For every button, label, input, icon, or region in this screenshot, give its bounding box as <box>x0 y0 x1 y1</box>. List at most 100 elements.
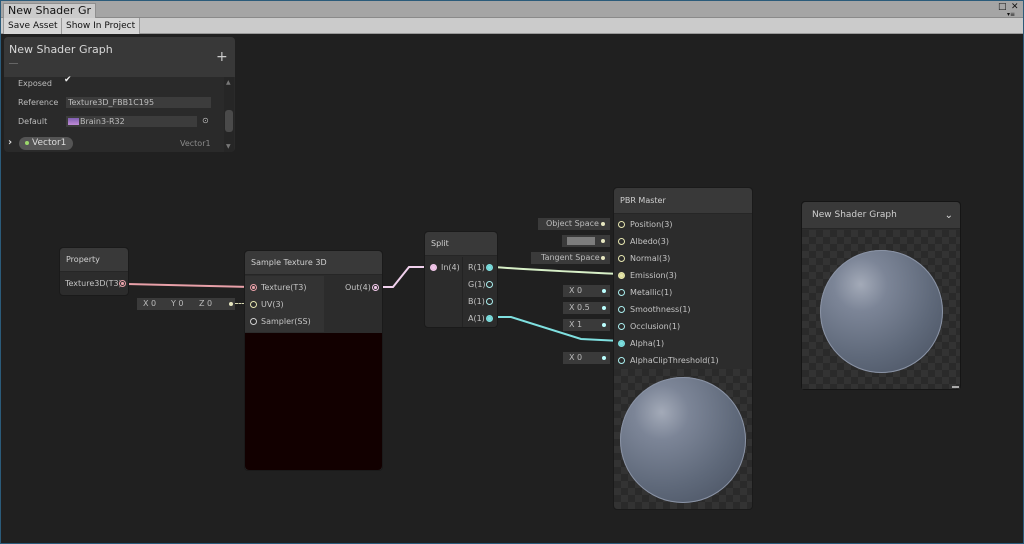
uv-default-dot <box>229 302 233 306</box>
texture-output-port[interactable] <box>119 280 126 287</box>
blackboard-subtitle <box>9 63 18 64</box>
scroll-up-icon[interactable]: ▲ <box>226 79 231 86</box>
reference-label: Reference <box>18 98 59 107</box>
property-node-title: Property <box>60 248 128 272</box>
preview-options-chevron-icon[interactable]: ⌄ <box>944 210 953 221</box>
resize-handle[interactable] <box>952 386 959 388</box>
split-g-label: G(1) <box>468 280 486 289</box>
uv-x-field[interactable]: X 0 <box>143 299 157 308</box>
normal-port[interactable] <box>618 255 625 262</box>
exposed-checkbox[interactable]: ✔ <box>64 75 72 85</box>
add-property-button[interactable]: + <box>216 49 228 65</box>
uv-input-port[interactable] <box>250 301 257 308</box>
normal-space-dropdown[interactable]: Tangent Space <box>531 252 610 264</box>
smoothness-input[interactable]: X 0.5 <box>563 302 610 314</box>
property-type-label: Vector1 <box>180 139 211 148</box>
albedo-port[interactable] <box>618 238 625 245</box>
albedo-label: Albedo(3) <box>630 237 669 246</box>
blackboard-panel: New Shader Graph + Exposed ✔ Reference T… <box>4 37 235 152</box>
out-output-port[interactable] <box>372 284 379 291</box>
default-texture-field[interactable]: Brain3-R32 <box>66 116 197 127</box>
albedo-color-swatch[interactable] <box>567 237 595 245</box>
property-output-label: Texture3D(T3) <box>65 279 122 288</box>
preview-sphere <box>620 377 746 503</box>
alpha-clip-port[interactable] <box>618 357 625 364</box>
split-in-port[interactable] <box>430 264 437 271</box>
main-preview-panel[interactable]: New Shader Graph ⌄ <box>801 201 961 390</box>
vector1-type-dot <box>25 140 29 145</box>
pbr-master-title: PBR Master <box>614 188 752 214</box>
albedo-color-input[interactable] <box>562 235 610 247</box>
toolbar: Save Asset Show In Project <box>1 18 1023 34</box>
default-texture-value: Brain3-R32 <box>80 117 125 126</box>
split-node[interactable]: Split In(4) R(1) G(1) B(1) A(1) <box>424 231 498 328</box>
texture-input-port[interactable] <box>250 284 257 291</box>
main-preview-title: New Shader Graph ⌄ <box>802 202 960 229</box>
property-node[interactable]: Property Texture3D(T3) <box>59 247 129 296</box>
alpha-clip-label: AlphaClipThreshold(1) <box>630 356 719 365</box>
smoothness-port[interactable] <box>618 306 625 313</box>
blackboard-header: New Shader Graph + <box>4 37 235 77</box>
out-output-label: Out(4) <box>345 283 371 292</box>
property-pill-vector1[interactable]: Vector1 <box>19 137 74 150</box>
main-preview-viewport[interactable] <box>802 230 960 389</box>
sample-texture-3d-node[interactable]: Sample Texture 3D Texture(T3) UV(3) Samp… <box>244 250 383 471</box>
uv-default-input[interactable]: X 0 Y 0 Z 0 <box>137 298 235 310</box>
pbr-master-node[interactable]: PBR Master Position(3) Albedo(3) Normal(… <box>613 187 753 510</box>
save-asset-button[interactable]: Save Asset <box>3 18 63 34</box>
split-a-label: A(1) <box>468 314 485 323</box>
position-space-dropdown[interactable]: Object Space <box>538 218 610 230</box>
metallic-input[interactable]: X 0 <box>563 285 610 297</box>
split-in-label: In(4) <box>441 263 460 272</box>
reference-field[interactable]: Texture3D_FBB1C195 <box>66 97 211 108</box>
texture-input-label: Texture(T3) <box>261 283 307 292</box>
occlusion-input[interactable]: X 1 <box>563 319 610 331</box>
split-g-port[interactable] <box>486 281 493 288</box>
main-preview-sphere <box>820 250 943 373</box>
alpha-clip-input[interactable]: X 0 <box>563 352 610 364</box>
position-port[interactable] <box>618 221 625 228</box>
uv-input-label: UV(3) <box>261 300 284 309</box>
blackboard-title: New Shader Graph <box>9 43 113 56</box>
default-label: Default <box>18 117 48 126</box>
close-icon[interactable]: ✕ <box>1011 2 1019 12</box>
metallic-port[interactable] <box>618 289 625 296</box>
alpha-port[interactable] <box>618 340 625 347</box>
object-picker-icon[interactable]: ⊙ <box>202 116 209 125</box>
sample-texture-node-title: Sample Texture 3D <box>245 251 382 275</box>
scrollbar-thumb[interactable] <box>225 110 233 132</box>
normal-label: Normal(3) <box>630 254 671 263</box>
uv-z-field[interactable]: Z 0 <box>199 299 213 308</box>
graph-canvas[interactable]: New Shader Graph + Exposed ✔ Reference T… <box>1 34 1023 543</box>
show-in-project-button[interactable]: Show In Project <box>61 18 141 34</box>
blackboard-scrollbar[interactable]: ▲ ▼ <box>224 77 234 152</box>
edges-layer <box>124 266 622 342</box>
sampler-input-port[interactable] <box>250 318 257 325</box>
title-bar: New Shader Gr □ ✕ ▾≡ <box>1 1 1023 18</box>
metallic-label: Metallic(1) <box>630 288 673 297</box>
window-menu-icon[interactable]: ▾≡ <box>1007 11 1016 18</box>
sample-texture-inputs <box>245 276 324 332</box>
expand-arrow-icon[interactable]: › <box>8 137 13 148</box>
emission-port[interactable] <box>618 272 625 279</box>
split-a-port[interactable] <box>486 315 493 322</box>
split-node-title: Split <box>425 232 497 256</box>
split-r-port[interactable] <box>486 264 493 271</box>
alpha-label: Alpha(1) <box>630 339 665 348</box>
texture-preview <box>245 333 382 470</box>
tab-new-shader-graph[interactable]: New Shader Gr <box>3 3 96 18</box>
occlusion-label: Occlusion(1) <box>630 322 681 331</box>
split-b-label: B(1) <box>468 297 485 306</box>
uv-y-field[interactable]: Y 0 <box>171 299 184 308</box>
emission-label: Emission(3) <box>630 271 677 280</box>
exposed-label: Exposed <box>18 79 52 88</box>
maximize-icon[interactable]: □ <box>998 2 1007 12</box>
uv-default-connector <box>235 303 245 304</box>
occlusion-port[interactable] <box>618 323 625 330</box>
scroll-down-icon[interactable]: ▼ <box>226 143 231 150</box>
split-b-port[interactable] <box>486 298 493 305</box>
sampler-input-label: Sampler(SS) <box>261 317 311 326</box>
position-label: Position(3) <box>630 220 673 229</box>
smoothness-label: Smoothness(1) <box>630 305 691 314</box>
